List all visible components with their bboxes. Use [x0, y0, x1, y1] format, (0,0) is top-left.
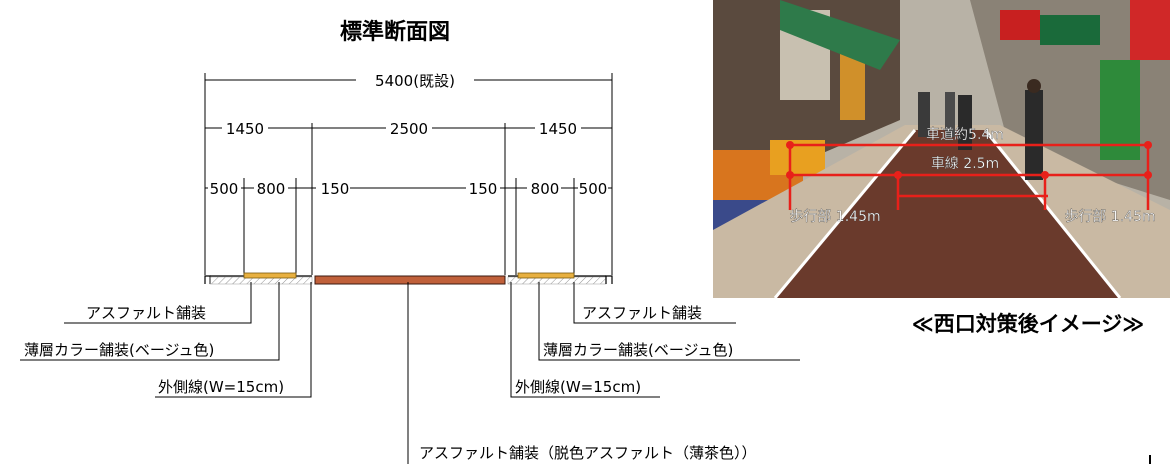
right-beige-strip: [517, 272, 575, 279]
label-right-color-paving: 薄層カラー舗装(ベージュ色): [543, 341, 733, 359]
dim-roadway: 2500: [390, 120, 428, 138]
dim-right-line: 150: [469, 180, 498, 198]
dim-left-beige: 800: [257, 180, 286, 198]
dimension-texts: 5400(既設) 1450 2500 1450 500 800 150 150 …: [208, 69, 608, 200]
road-cross-section: [204, 272, 613, 285]
dim-right-sidewalk: 1450: [539, 120, 577, 138]
label-center-asphalt: アスファルト舗装（脱色アスファルト（薄茶色））: [419, 444, 757, 462]
photo-label-roadway: 車道約5.4m: [926, 126, 1004, 143]
left-beige-strip: [243, 272, 297, 279]
photo-label-lane: 車線 2.5m: [931, 155, 999, 172]
dim-left-sidewalk: 1450: [226, 120, 264, 138]
leader-lines: [20, 282, 800, 464]
leader-labels: アスファルト舗装 薄層カラー舗装(ベージュ色) 外側線(W=15cm) アスファ…: [24, 304, 757, 462]
photo-label-left-walk: 歩行部 1.45m: [789, 209, 880, 225]
photo-label-right-walk: 歩行部 1.45m: [1064, 209, 1155, 225]
dim-right-beige: 800: [531, 180, 560, 198]
center-brown-pavement: [314, 275, 506, 285]
label-left-edge-line: 外側線(W=15cm): [158, 378, 284, 396]
dim-total: 5400(既設): [375, 72, 455, 90]
label-right-edge-line: 外側線(W=15cm): [515, 378, 641, 396]
label-right-asphalt: アスファルト舗装: [582, 304, 702, 322]
diagram-title: 標準断面図: [340, 19, 450, 45]
label-left-color-paving: 薄層カラー舗装(ベージュ色): [24, 341, 214, 359]
dimension-lines: [204, 73, 613, 275]
dim-left-outer: 500: [210, 180, 239, 198]
photo-caption: ≪西口対策後イメージ≫: [912, 312, 1145, 336]
label-left-asphalt: アスファルト舗装: [86, 304, 206, 322]
dim-left-line: 150: [321, 180, 350, 198]
dim-right-outer: 500: [579, 180, 608, 198]
street-photo: 車道約5.4m 車線 2.5m 歩行部 1.45m 歩行部 1.45m: [713, 0, 1170, 298]
